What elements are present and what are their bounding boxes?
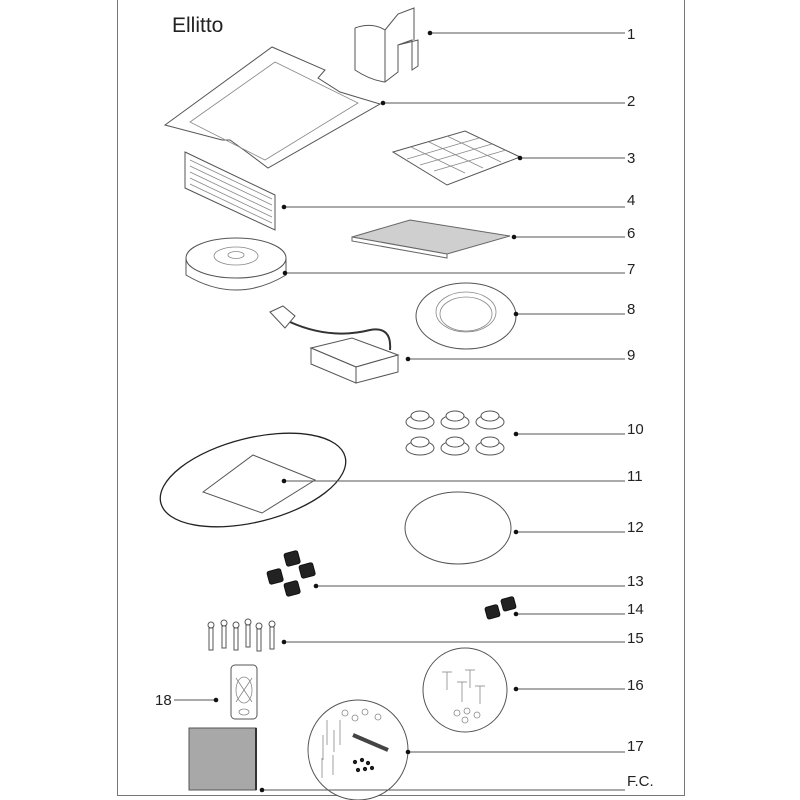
part-6-grease-filter [351,219,511,259]
part-8-flange-ring [415,282,517,350]
part-label: 10 [627,421,644,438]
part-label: 9 [627,347,635,364]
part-15-pins [207,618,276,652]
part-label: 8 [627,301,635,318]
part-7-fan [185,237,287,291]
part-label: 12 [627,519,644,536]
part-9-control-box [269,305,400,384]
diagram-title: Ellitto [172,14,223,37]
part-fc-manual [188,727,257,791]
part-label: 4 [627,192,635,209]
part-label: 2 [627,93,635,110]
part-label: 15 [627,630,644,647]
part-label: 1 [627,26,635,43]
part-label: F.C. [627,773,654,790]
part-1-bracket [354,7,419,83]
part-12-glass-disc [404,491,512,565]
part-4-grille [184,151,276,231]
part-label: 18 [155,692,172,709]
part-label: 11 [627,468,643,485]
part-14-clips [484,596,517,620]
part-11-glass-panel [159,432,347,528]
part-13-clips [266,550,316,597]
part-label: 14 [627,601,644,618]
part-label: 16 [627,677,644,694]
part-17-hardware-kit [307,699,409,800]
diagram-frame [117,0,685,796]
part-18-remote-control [230,664,258,720]
part-2-mounting-plate [163,46,382,169]
part-16-screw-kit [422,647,508,733]
part-3-carbon-filter [391,130,522,186]
leader-lines [174,32,625,791]
part-label: 6 [627,225,635,242]
part-label: 7 [627,261,635,278]
part-10-feet [405,410,505,456]
part-label: 17 [627,738,644,755]
part-label: 13 [627,573,644,590]
part-label: 3 [627,150,635,167]
leader-dots [213,30,523,793]
